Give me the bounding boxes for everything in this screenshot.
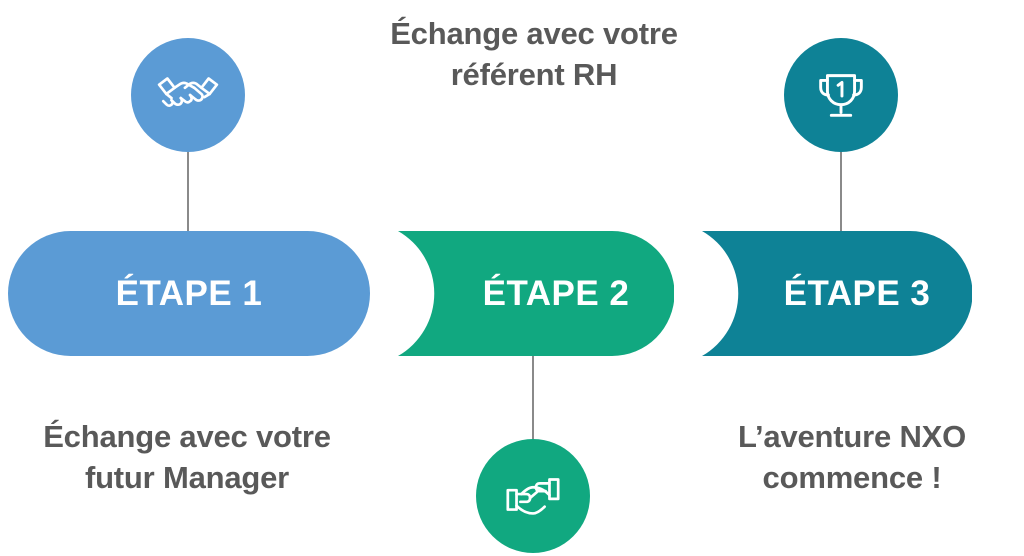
connector-line-step3: [840, 140, 842, 235]
step-2-label: ÉTAPE 2: [482, 273, 630, 313]
step-1-label: ÉTAPE 1: [115, 273, 263, 313]
step-3-shape[interactable]: ÉTAPE 3: [702, 231, 972, 356]
step-2-shape[interactable]: ÉTAPE 2: [398, 231, 674, 356]
step-3-label: ÉTAPE 3: [783, 273, 931, 313]
step-1-shape[interactable]: ÉTAPE 1: [8, 231, 370, 356]
hand-giving-icon: [502, 465, 564, 527]
handshake-icon: [155, 62, 221, 128]
connector-line-step1: [187, 140, 189, 235]
caption-futur-manager: Échange avec votre futur Manager: [43, 419, 331, 495]
connector-line-step2: [532, 352, 534, 448]
caption-aventure-nxo: L’aventure NXO commence !: [737, 419, 967, 495]
badge-step3[interactable]: [784, 38, 898, 152]
caption-referent-rh: Échange avec votre référent RH: [390, 16, 678, 92]
badge-step1[interactable]: [131, 38, 245, 152]
trophy-icon: [810, 64, 872, 126]
badge-step2[interactable]: [476, 439, 590, 553]
